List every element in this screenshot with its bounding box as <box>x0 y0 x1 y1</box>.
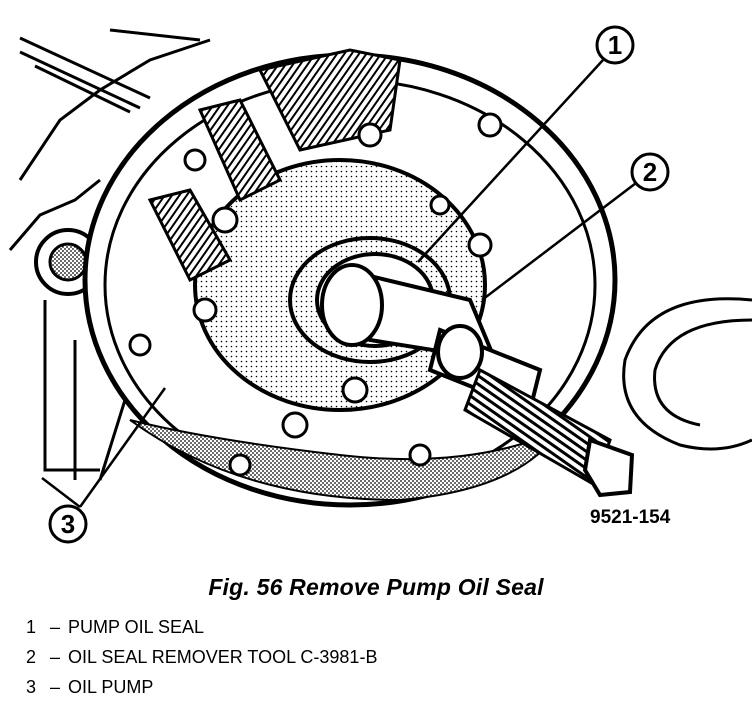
legend-item-number: 2 <box>26 647 37 667</box>
legend-item-dash: – <box>49 677 60 697</box>
bolt-holes <box>128 112 503 477</box>
adjacent-component <box>622 297 752 451</box>
legend-item: 3–OIL PUMP <box>26 672 377 702</box>
callout-1-label: 1 <box>608 30 622 60</box>
leader-lines <box>41 59 637 508</box>
legend-item-text: OIL SEAL REMOVER TOOL C-3981-B <box>68 647 378 667</box>
callout-2-label: 2 <box>643 157 657 187</box>
callout-1: 1 <box>595 25 635 65</box>
legend-item-number: 1 <box>26 617 37 637</box>
legend-list: 1–PUMP OIL SEAL 2–OIL SEAL REMOVER TOOL … <box>26 612 377 702</box>
oil-seal-remover-tool <box>320 263 635 498</box>
callout-3: 3 <box>48 504 88 544</box>
figure-id-label: 9521-154 <box>590 507 671 528</box>
legend-item: 2–OIL SEAL REMOVER TOOL C-3981-B <box>26 642 377 672</box>
legend-item-text: OIL PUMP <box>68 677 154 697</box>
figure-caption: Fig. 56 Remove Pump Oil Seal <box>208 574 544 600</box>
legend-item-number: 3 <box>26 677 37 697</box>
callout-3-label: 3 <box>61 509 75 539</box>
callout-2: 2 <box>630 152 670 192</box>
legend-item-dash: – <box>49 647 60 667</box>
legend-item: 1–PUMP OIL SEAL <box>26 612 377 642</box>
legend-item-text: PUMP OIL SEAL <box>68 617 205 637</box>
legend-item-dash: – <box>49 617 60 637</box>
illustration: 1 2 3 9521-154 <box>8 25 752 544</box>
